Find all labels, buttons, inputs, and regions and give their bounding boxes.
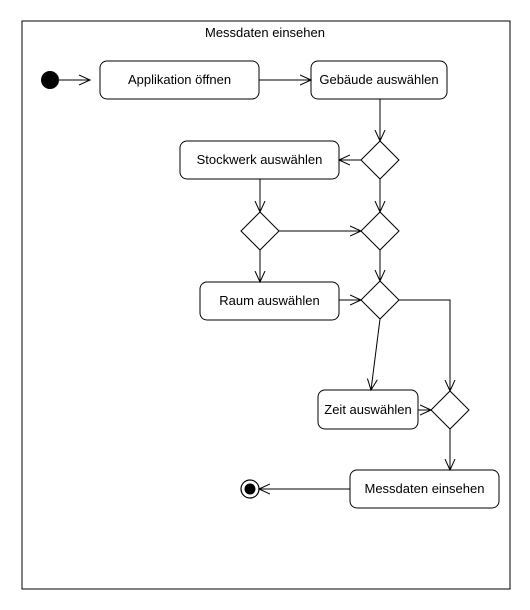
final-node: [240, 479, 260, 499]
edge-decision-to-time: [371, 318, 381, 390]
activity-label: Stockwerk auswählen: [197, 152, 323, 167]
activity-label: Applikation öffnen: [128, 72, 231, 87]
activity-label: Messdaten einsehen: [365, 481, 485, 496]
edge-decision-skip-time: [399, 299, 450, 391]
diagram-title: Messdaten einsehen: [205, 25, 325, 40]
activity-view-data: Messdaten einsehen: [349, 469, 500, 509]
activity-open-app: Applikation öffnen: [99, 60, 260, 100]
activity-label: Zeit auswählen: [324, 402, 411, 417]
activity-select-building: Gebäude auswählen: [310, 60, 448, 100]
activity-select-room: Raum auswählen: [199, 281, 340, 321]
activity-select-time: Zeit auswählen: [317, 389, 419, 430]
activity-label: Raum auswählen: [219, 293, 319, 308]
activity-select-floor: Stockwerk auswählen: [179, 140, 340, 180]
initial-node: [41, 71, 59, 89]
activity-label: Gebäude auswählen: [319, 72, 438, 87]
